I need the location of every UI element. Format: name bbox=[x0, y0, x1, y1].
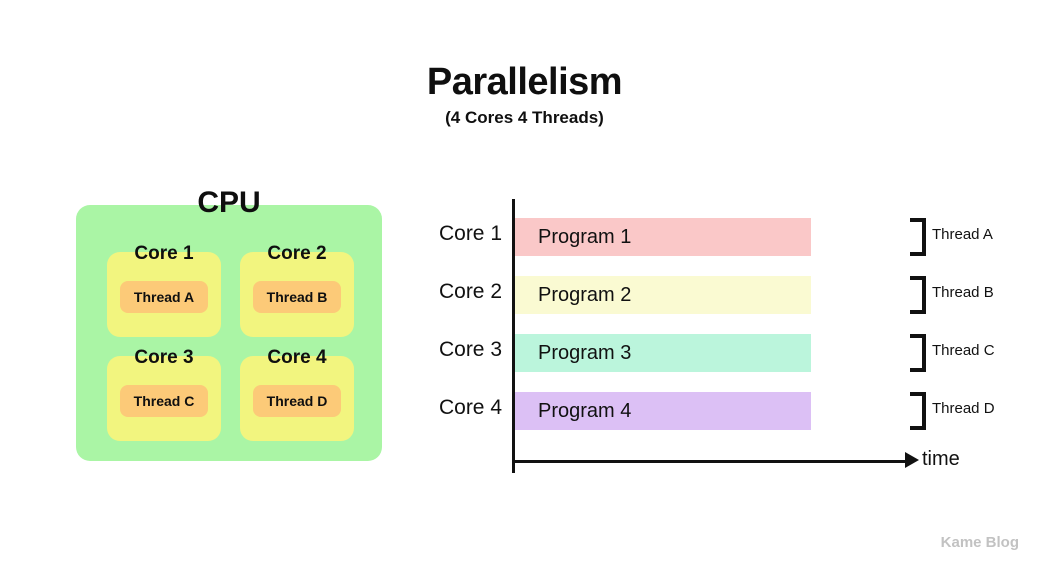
thread-pill-b: Thread B bbox=[253, 281, 341, 313]
page-subtitle: (4 Cores 4 Threads) bbox=[445, 107, 604, 127]
thread-tag-2: Thread B bbox=[932, 284, 994, 301]
thread-pill-a: Thread A bbox=[120, 281, 208, 313]
program-bar-4: Program 4 bbox=[515, 392, 811, 430]
bracket-1 bbox=[910, 218, 926, 256]
time-axis-label: time bbox=[922, 448, 960, 470]
bracket-4 bbox=[910, 392, 926, 430]
chart-row-label-1: Core 1 bbox=[438, 222, 502, 245]
bracket-2 bbox=[910, 276, 926, 314]
cpu-heading: CPU bbox=[197, 186, 261, 219]
chart-x-axis bbox=[512, 460, 912, 463]
bracket-3 bbox=[910, 334, 926, 372]
thread-tag-1: Thread A bbox=[932, 226, 993, 243]
chart-y-axis bbox=[512, 199, 515, 473]
page-title: Parallelism bbox=[426, 61, 623, 103]
thread-tag-4: Thread D bbox=[932, 400, 995, 417]
program-bar-1: Program 1 bbox=[515, 218, 811, 256]
chart-row-label-3: Core 3 bbox=[438, 338, 502, 361]
core-label-1: Core 1 bbox=[134, 243, 194, 264]
core-label-3: Core 3 bbox=[134, 347, 194, 368]
core-label-2: Core 2 bbox=[267, 243, 327, 264]
time-arrow-icon bbox=[905, 452, 919, 468]
thread-tag-3: Thread C bbox=[932, 342, 995, 359]
chart-row-label-2: Core 2 bbox=[438, 280, 502, 303]
core-label-4: Core 4 bbox=[267, 347, 327, 368]
program-bar-3: Program 3 bbox=[515, 334, 811, 372]
footer-credit: Kame Blog bbox=[940, 534, 1019, 551]
chart-row-label-4: Core 4 bbox=[438, 396, 502, 419]
timeline-chart: time Core 1 Program 1 Thread A Core 2 Pr… bbox=[410, 190, 1030, 480]
thread-pill-c: Thread C bbox=[120, 385, 208, 417]
title-block: Parallelism (4 Cores 4 Threads) bbox=[0, 61, 1049, 128]
program-bar-2: Program 2 bbox=[515, 276, 811, 314]
thread-pill-d: Thread D bbox=[253, 385, 341, 417]
